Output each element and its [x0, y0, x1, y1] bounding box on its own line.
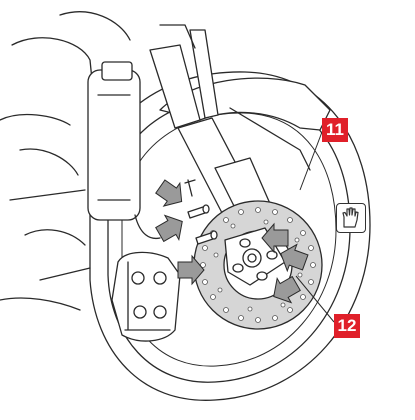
- push-arrow-icon: [261, 222, 289, 254]
- push-arrow-icon: [155, 179, 183, 207]
- glove-icon: [336, 203, 366, 233]
- leader-line-11: [299, 131, 323, 191]
- brake-reservoir: [87, 69, 141, 221]
- push-arrow-icon: [273, 275, 301, 304]
- push-arrow-icon: [177, 254, 205, 286]
- push-arrow-icon: [280, 243, 309, 273]
- callout-11: 11: [322, 118, 348, 142]
- disc-bolts: [232, 238, 278, 281]
- fork-upper: [149, 44, 201, 129]
- callout-12: 12: [334, 314, 360, 338]
- brake-caliper: [111, 251, 181, 342]
- leader-line-12: [295, 275, 335, 323]
- loose-bolts: [187, 204, 218, 245]
- push-arrow-icon: [155, 214, 183, 243]
